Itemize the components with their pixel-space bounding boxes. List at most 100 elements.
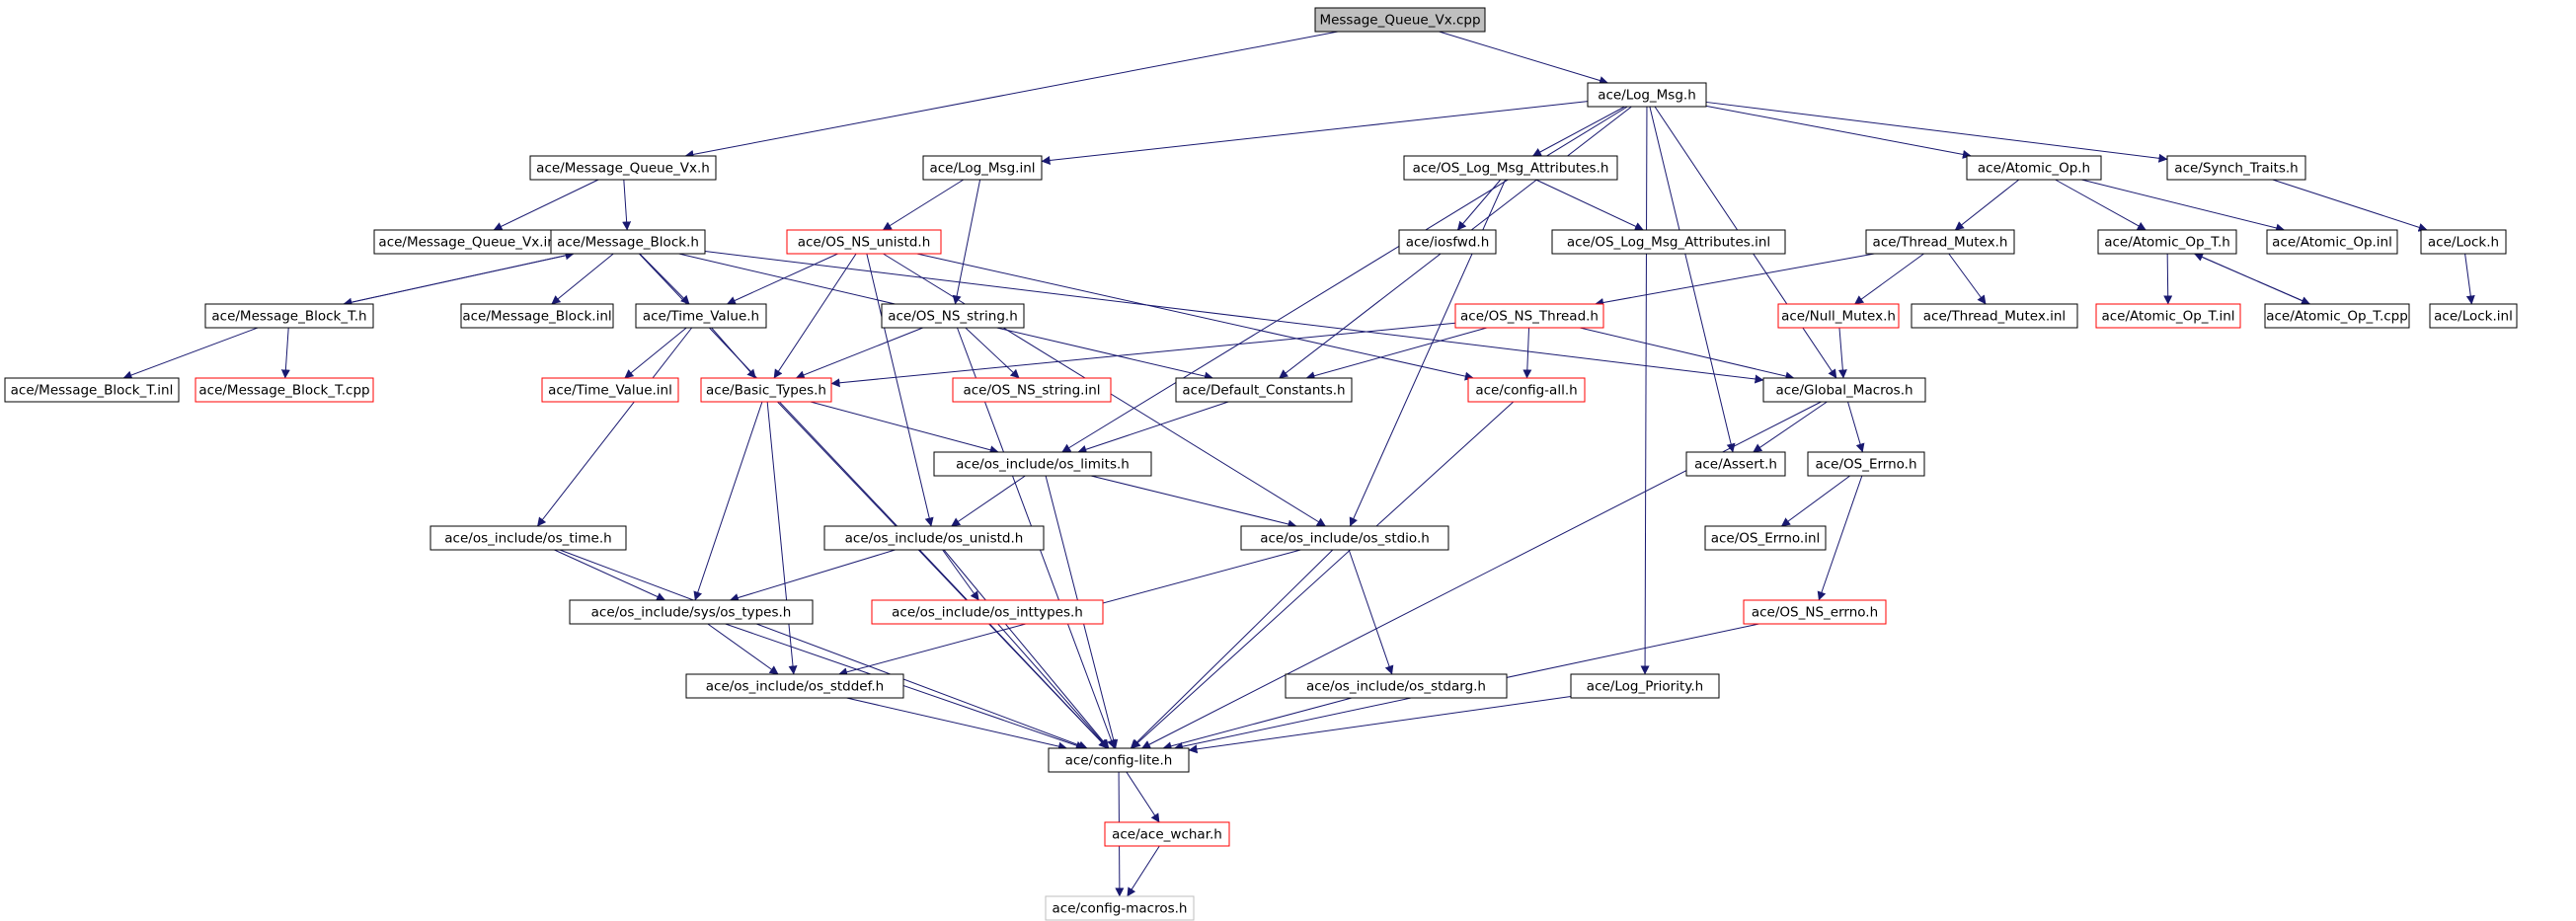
edge-mqvx_h-to-mqvx_inl xyxy=(493,179,599,231)
node-msg_block_inl[interactable]: ace/Message_Block.inl xyxy=(460,303,614,329)
node-box xyxy=(1777,303,1900,329)
node-label: ace/Assert.h xyxy=(1694,457,1777,473)
node-os_stdarg_h[interactable]: ace/os_include/os_stdarg.h xyxy=(1285,673,1508,699)
edge-log_msg_h-to-log_msg_inl xyxy=(1041,101,1589,165)
node-box xyxy=(2166,155,2306,181)
node-os_ns_thread_h[interactable]: ace/OS_NS_Thread.h xyxy=(1454,303,1604,329)
node-box xyxy=(1104,821,1230,847)
node-msg_block_t_inl[interactable]: ace/Message_Block_T.inl xyxy=(4,377,180,403)
node-label: ace/os_include/os_unistd.h xyxy=(845,531,1024,547)
node-mqvx_inl[interactable]: ace/Message_Queue_Vx.inl xyxy=(373,229,565,255)
node-thread_mutex_inl[interactable]: ace/Thread_Mutex.inl xyxy=(1911,303,2078,329)
node-label: ace/Global_Macros.h xyxy=(1775,383,1912,399)
node-synch_traits_h[interactable]: ace/Synch_Traits.h xyxy=(2166,155,2306,181)
node-box xyxy=(1398,229,1497,255)
node-box xyxy=(871,599,1104,625)
edge-os_unistd_h-to-os_inttypes_h xyxy=(942,549,979,601)
node-box xyxy=(529,155,717,181)
node-box xyxy=(1743,599,1887,625)
node-label: ace/OS_Log_Msg_Attributes.inl xyxy=(1567,235,1770,251)
edge-msg_block_h-to-time_value_h xyxy=(639,253,690,305)
edge-config_all_h-to-config_lite_h xyxy=(1131,401,1515,749)
node-time_value_inl[interactable]: ace/Time_Value.inl xyxy=(541,377,679,403)
node-box xyxy=(1704,525,1827,551)
edge-log_msg_h-to-atomic_op_h xyxy=(1705,105,1972,159)
node-label: ace/Atomic_Op_T.h xyxy=(2104,235,2230,251)
edge-time_value_h-to-basic_types_h xyxy=(711,327,756,379)
node-os_time_h[interactable]: ace/os_include/os_time.h xyxy=(429,525,627,551)
node-log_priority_h[interactable]: ace/Log_Priority.h xyxy=(1570,673,1720,699)
node-default_constants_h[interactable]: ace/Default_Constants.h xyxy=(1175,377,1353,403)
node-label: ace/OS_NS_string.h xyxy=(888,309,1018,325)
edge-os_ns_thread_h-to-config_all_h xyxy=(1522,327,1532,379)
node-os_unistd_h[interactable]: ace/os_include/os_unistd.h xyxy=(823,525,1045,551)
node-box xyxy=(881,303,1025,329)
node-box xyxy=(1966,155,2102,181)
node-ace_wchar_h[interactable]: ace/ace_wchar.h xyxy=(1104,821,1230,847)
node-box xyxy=(1314,7,1486,33)
edge-thread_mutex_h-to-thread_mutex_inl xyxy=(1948,253,1987,305)
node-os_inttypes_h[interactable]: ace/os_include/os_inttypes.h xyxy=(871,599,1104,625)
node-atomic_op_t_h[interactable]: ace/Atomic_Op_T.h xyxy=(2097,229,2237,255)
edge-ace_wchar_h-to-config_macros_h xyxy=(1127,845,1160,897)
edge-mqvx_h-to-msg_block_h xyxy=(622,179,632,231)
edge-thread_mutex_h-to-null_mutex_h xyxy=(1854,253,1924,305)
edge-thread_mutex_h-to-os_ns_thread_h xyxy=(1595,253,1875,307)
node-os_stdio_h[interactable]: ace/os_include/os_stdio.h xyxy=(1240,525,1449,551)
node-atomic_op_h[interactable]: ace/Atomic_Op.h xyxy=(1966,155,2102,181)
node-time_value_h[interactable]: ace/Time_Value.h xyxy=(635,303,767,329)
node-os_limits_h[interactable]: ace/os_include/os_limits.h xyxy=(933,451,1152,477)
node-atomic_op_t_cpp[interactable]: ace/Atomic_Op_T.cpp xyxy=(2264,303,2410,329)
node-box xyxy=(429,525,627,551)
node-os_errno_inl[interactable]: ace/OS_Errno.inl xyxy=(1704,525,1827,551)
node-os_ns_errno_h[interactable]: ace/OS_NS_errno.h xyxy=(1743,599,1887,625)
node-lock_h[interactable]: ace/Lock.h xyxy=(2420,229,2507,255)
node-thread_mutex_h[interactable]: ace/Thread_Mutex.h xyxy=(1865,229,2015,255)
edge-os_ns_unistd_h-to-os_unistd_h xyxy=(866,253,934,527)
node-root[interactable]: Message_Queue_Vx.cpp xyxy=(1314,7,1486,33)
node-os_ns_string_h[interactable]: ace/OS_NS_string.h xyxy=(881,303,1025,329)
node-config_macros_h[interactable]: ace/config-macros.h xyxy=(1045,895,1195,921)
node-atomic_op_inl[interactable]: ace/Atomic_Op.inl xyxy=(2266,229,2398,255)
node-os_log_attr_inl[interactable]: ace/OS_Log_Msg_Attributes.inl xyxy=(1551,229,1786,255)
node-os_ns_string_inl[interactable]: ace/OS_NS_string.inl xyxy=(952,377,1112,403)
edge-os_stdio_h-to-os_stdarg_h xyxy=(1348,549,1394,675)
node-config_all_h[interactable]: ace/config-all.h xyxy=(1467,377,1586,403)
node-label: ace/Lock.inl xyxy=(2434,309,2513,325)
node-iosfwd_h[interactable]: ace/iosfwd.h xyxy=(1398,229,1497,255)
node-sys_os_types_h[interactable]: ace/os_include/sys/os_types.h xyxy=(569,599,814,625)
node-os_stddef_h[interactable]: ace/os_include/os_stddef.h xyxy=(685,673,904,699)
node-label: ace/Message_Block_T.cpp xyxy=(198,383,369,399)
edge-os_ns_unistd_h-to-time_value_h xyxy=(726,253,838,305)
node-lock_inl[interactable]: ace/Lock.inl xyxy=(2429,303,2518,329)
node-assert_h[interactable]: ace/Assert.h xyxy=(1685,451,1786,477)
node-log_msg_h[interactable]: ace/Log_Msg.h xyxy=(1587,82,1707,108)
node-label: ace/ace_wchar.h xyxy=(1112,827,1222,843)
node-msg_block_h[interactable]: ace/Message_Block.h xyxy=(550,229,706,255)
node-config_lite_h[interactable]: ace/config-lite.h xyxy=(1048,747,1190,773)
node-null_mutex_h[interactable]: ace/Null_Mutex.h xyxy=(1777,303,1900,329)
node-log_msg_inl[interactable]: ace/Log_Msg.inl xyxy=(922,155,1043,181)
node-label: ace/Thread_Mutex.inl xyxy=(1923,309,2066,325)
node-label: ace/Synch_Traits.h xyxy=(2174,161,2298,177)
node-msg_block_t_cpp[interactable]: ace/Message_Block_T.cpp xyxy=(195,377,374,403)
node-msg_block_t_h[interactable]: ace/Message_Block_T.h xyxy=(204,303,374,329)
edge-atomic_op_h-to-atomic_op_inl xyxy=(2081,179,2286,233)
node-basic_types_h[interactable]: ace/Basic_Types.h xyxy=(700,377,832,403)
node-box xyxy=(700,377,832,403)
node-global_macros_h[interactable]: ace/Global_Macros.h xyxy=(1762,377,1926,403)
node-label: ace/Lock.h xyxy=(2428,235,2499,251)
node-box xyxy=(550,229,706,255)
node-mqvx_h[interactable]: ace/Message_Queue_Vx.h xyxy=(529,155,717,181)
node-os_log_attr_h[interactable]: ace/OS_Log_Msg_Attributes.h xyxy=(1403,155,1618,181)
edge-null_mutex_h-to-global_macros_h xyxy=(1837,327,1847,379)
node-atomic_op_t_inl[interactable]: ace/Atomic_Op_T.inl xyxy=(2095,303,2241,329)
edge-log_msg_h-to-os_log_attr_h xyxy=(1531,106,1625,157)
edge-log_msg_inl-to-os_ns_string_h xyxy=(952,179,981,305)
edge-os_log_attr_h-to-iosfwd_h xyxy=(1456,179,1502,231)
edge-os_ns_thread_h-to-global_macros_h xyxy=(1579,327,1795,381)
node-os_errno_h[interactable]: ace/OS_Errno.h xyxy=(1807,451,1925,477)
node-os_ns_unistd_h[interactable]: ace/OS_NS_unistd.h xyxy=(786,229,942,255)
node-box xyxy=(373,229,565,255)
